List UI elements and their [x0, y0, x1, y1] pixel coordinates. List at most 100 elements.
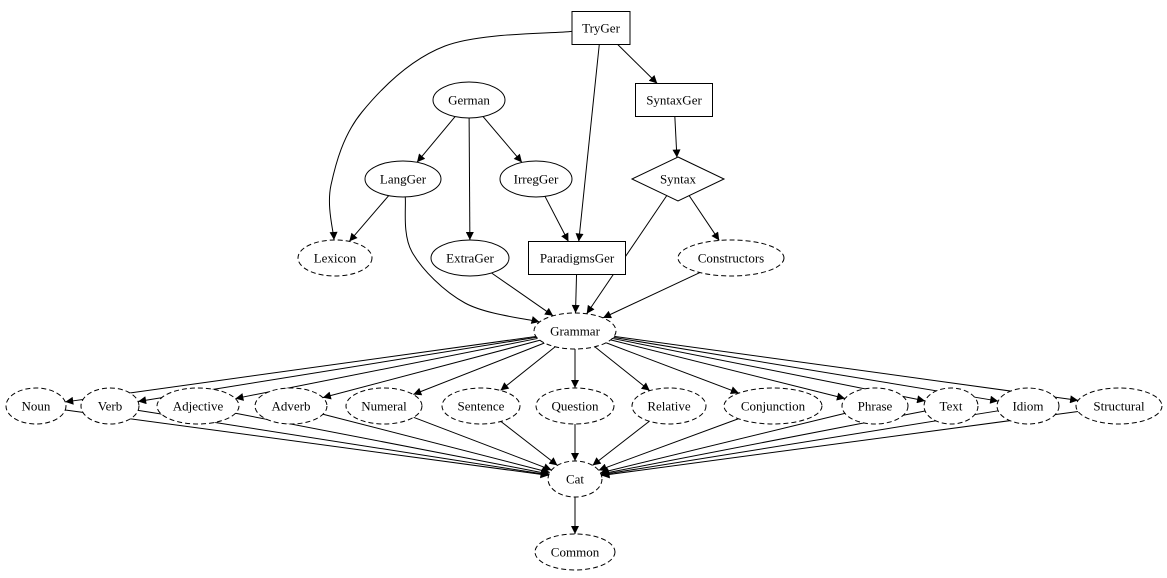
node-shape-ellipse: [534, 533, 616, 571]
node-label: Grammar: [550, 324, 600, 339]
node-shape-ellipse: [1075, 387, 1163, 425]
node-german: German: [432, 81, 506, 119]
edge-german-extrager: [465, 117, 474, 241]
edge-tryger-paradigmsger: [575, 44, 600, 242]
edge-grammar-phrase: [610, 339, 846, 401]
node-shape-ellipse: [535, 387, 615, 425]
edge-paradigmsger-grammar: [571, 274, 580, 314]
edge-structural-cat: [601, 410, 1079, 479]
node-label: Question: [552, 399, 599, 414]
node-shape-box: [571, 11, 631, 45]
edge-grammar-sentence: [500, 346, 556, 391]
edge-grammar-noun: [65, 335, 536, 405]
node-relative: Relative: [631, 387, 707, 425]
node-shape-box: [528, 241, 626, 275]
node-label: Text: [940, 399, 963, 414]
node-shape-ellipse: [923, 387, 979, 425]
node-label: Sentence: [458, 399, 505, 414]
node-constructors: Constructors: [677, 239, 785, 277]
node-shape-ellipse: [297, 239, 373, 277]
node-syntaxger: SyntaxGer: [635, 83, 713, 117]
edge-relative-cat: [592, 420, 650, 466]
node-label: Phrase: [858, 399, 893, 414]
node-label: Structural: [1093, 399, 1145, 414]
edge-adverb-cat: [322, 413, 550, 475]
edge-syntaxger-syntax: [672, 116, 681, 158]
node-shape-ellipse: [547, 460, 603, 498]
node-label: Idiom: [1012, 399, 1043, 414]
node-label: ExtraGer: [446, 251, 494, 266]
edge-idiom-cat: [601, 410, 999, 478]
node-structural: Structural: [1075, 387, 1163, 425]
node-shape-ellipse: [254, 387, 328, 425]
node-lexicon: Lexicon: [297, 239, 373, 277]
edge-extrager-grammar: [491, 272, 554, 317]
node-label: ParadigmsGer: [540, 251, 615, 266]
node-shape-ellipse: [441, 387, 521, 425]
edges-layer: [65, 30, 1079, 534]
node-adverb: Adverb: [254, 387, 328, 425]
node-shape-ellipse: [156, 387, 240, 425]
node-label: Constructors: [698, 251, 764, 266]
node-idiom: Idiom: [996, 387, 1060, 425]
edge-grammar-structural: [614, 335, 1079, 404]
node-label: LangGer: [380, 172, 427, 187]
node-langger: LangGer: [364, 160, 442, 198]
node-shape-ellipse: [631, 387, 707, 425]
edge-grammar-adverb: [322, 339, 540, 400]
node-label: Numeral: [361, 399, 407, 414]
edge-numeral-cat: [413, 416, 552, 471]
node-label: German: [448, 93, 490, 108]
node-paradigmsger: ParadigmsGer: [528, 241, 626, 275]
node-shape-ellipse: [499, 160, 573, 198]
node-shape-box: [635, 83, 713, 117]
node-grammar: Grammar: [533, 312, 617, 350]
edge-grammar-relative: [594, 346, 651, 392]
node-shape-ellipse: [430, 239, 510, 277]
node-shape-ellipse: [677, 239, 785, 277]
edge-constructors-grammar: [602, 272, 701, 319]
node-label: Verb: [98, 399, 123, 414]
node-numeral: Numeral: [345, 387, 423, 425]
edge-grammar-idiom: [613, 336, 999, 404]
node-label: Noun: [22, 399, 51, 414]
node-extrager: ExtraGer: [430, 239, 510, 277]
edge-grammar-numeral: [413, 342, 545, 396]
node-label: Conjunction: [741, 399, 806, 414]
node-irregger: IrregGer: [499, 160, 573, 198]
node-shape-ellipse: [533, 312, 617, 350]
node-label: TryGer: [582, 21, 620, 36]
node-tryger: TryGer: [571, 11, 631, 45]
node-label: SyntaxGer: [646, 93, 702, 108]
node-syntax: Syntax: [630, 156, 726, 202]
node-shape-ellipse: [841, 387, 909, 425]
node-verb: Verb: [80, 387, 140, 425]
edge-german-langger: [416, 116, 456, 163]
node-common: Common: [534, 533, 616, 571]
node-shape-ellipse: [723, 387, 823, 425]
node-shape-ellipse: [364, 160, 442, 198]
edge-tryger-syntaxger: [617, 44, 658, 84]
node-label: Syntax: [660, 172, 697, 187]
node-shape-ellipse: [80, 387, 140, 425]
node-shape-ellipse: [432, 81, 506, 119]
node-label: Cat: [566, 472, 584, 487]
edge-grammar-conjunction: [605, 342, 740, 394]
edge-langger-grammar: [404, 196, 540, 324]
edge-conjunction-cat: [598, 418, 739, 472]
node-conjunction: Conjunction: [723, 387, 823, 425]
node-shape-ellipse: [996, 387, 1060, 425]
node-label: Relative: [647, 399, 691, 414]
node-cat: Cat: [547, 460, 603, 498]
edge-langger-lexicon: [348, 195, 390, 242]
edge-phrase-cat: [600, 412, 845, 475]
edge-irregger-paradigmsger: [544, 196, 569, 242]
edge-german-irregger: [482, 116, 523, 163]
edge-sentence-cat: [500, 421, 558, 466]
node-label: Adjective: [173, 399, 224, 414]
node-adjective: Adjective: [156, 387, 240, 425]
node-label: Common: [551, 545, 600, 560]
node-label: Lexicon: [314, 251, 357, 266]
